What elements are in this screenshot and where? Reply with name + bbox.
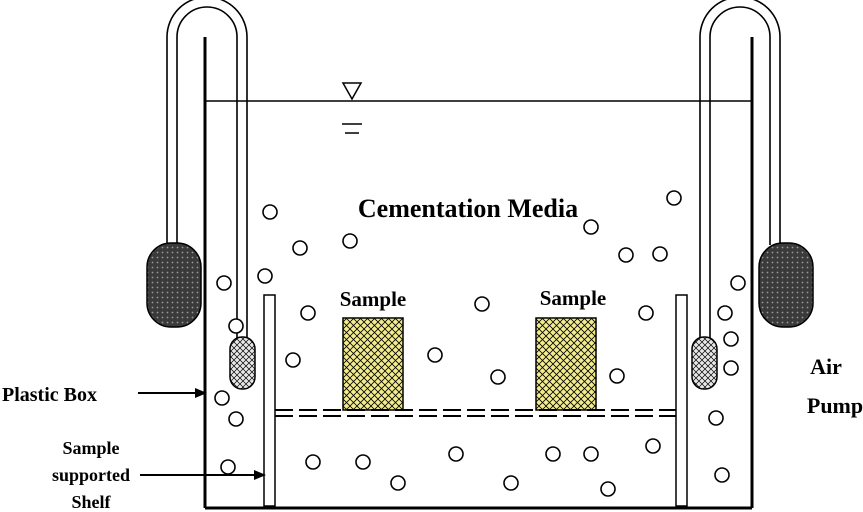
air-bubble: [448, 446, 464, 462]
sample-block-left: [342, 317, 404, 411]
air-bubble: [228, 318, 244, 334]
sample-right-label: Sample: [540, 286, 607, 310]
left-air-pump: [146, 242, 202, 328]
air-bubble: [730, 275, 746, 291]
air-bubble: [220, 459, 236, 475]
air-bubble: [390, 475, 406, 491]
air-bubble: [228, 411, 244, 427]
air-bubble: [618, 247, 634, 263]
air-bubble: [708, 410, 724, 426]
shelf-support-left: [263, 294, 276, 507]
air-bubble: [300, 305, 316, 321]
air-bubble: [717, 305, 733, 321]
air-bubble: [214, 390, 230, 406]
air-bubble: [216, 275, 232, 291]
air-bubble: [503, 475, 519, 491]
air-bubble: [666, 190, 682, 206]
air-bubble: [714, 467, 730, 483]
air-bubble: [652, 246, 668, 262]
air-bubble: [723, 331, 739, 347]
air-bubble: [723, 360, 739, 376]
sample-left-label: Sample: [340, 287, 407, 311]
sample-block-right: [535, 317, 597, 411]
right-air-stone: [691, 336, 718, 390]
air-bubble: [355, 454, 371, 470]
plastic-box: [203, 37, 754, 510]
plastic-box-label: Plastic Box: [2, 384, 97, 406]
air-bubble: [645, 438, 661, 454]
shelf-label-line3: Shelf: [71, 492, 111, 512]
right-air-pump: [758, 242, 814, 328]
air-bubble: [474, 296, 490, 312]
air-bubble: [427, 347, 443, 363]
air-bubbles: [214, 190, 746, 497]
air-bubble: [490, 369, 506, 385]
sample-shelf: [275, 409, 676, 417]
shelf-support-right: [675, 294, 688, 507]
air-bubble: [583, 446, 599, 462]
shelf-label-line2: supported: [52, 465, 130, 485]
air-bubble: [609, 368, 625, 384]
air-bubble: [342, 233, 358, 249]
left-air-stone: [229, 336, 256, 390]
water-level-triangle-icon: [341, 82, 363, 134]
air-bubble: [262, 204, 278, 220]
air-bubble: [292, 240, 308, 256]
air-bubble: [257, 268, 273, 284]
air-bubble: [638, 305, 654, 321]
air-pump-label-line1: Air: [810, 354, 842, 379]
air-bubble: [583, 219, 599, 235]
air-bubble: [600, 481, 616, 497]
air-bubble: [545, 446, 561, 462]
air-bubble: [285, 352, 301, 368]
shelf-label-line1: Sample: [62, 438, 119, 458]
air-pump-label-line2: Pump: [807, 393, 863, 418]
air-bubble: [305, 454, 321, 470]
medium-label: Cementation Media: [358, 194, 578, 223]
